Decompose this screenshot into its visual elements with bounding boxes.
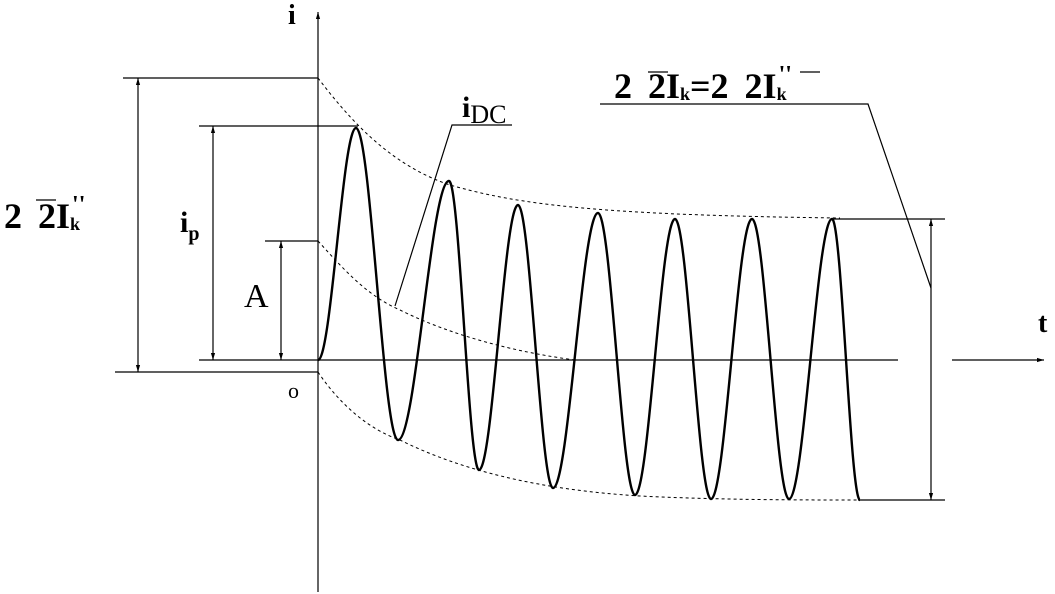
a-label: A [244,278,269,315]
idc-leader-line [394,124,512,307]
origin-label: o [288,378,299,403]
t-axis-label: t [1038,308,1048,339]
current-waveform [316,126,862,502]
i-axis-label: i [288,0,296,31]
lower-envelope [317,371,861,501]
ip-label: ip [180,206,199,245]
idc-label: iDC [462,91,506,129]
steady-label-leader-line [600,103,932,289]
dc-component-curve [317,240,576,361]
upper-envelope [317,77,841,219]
